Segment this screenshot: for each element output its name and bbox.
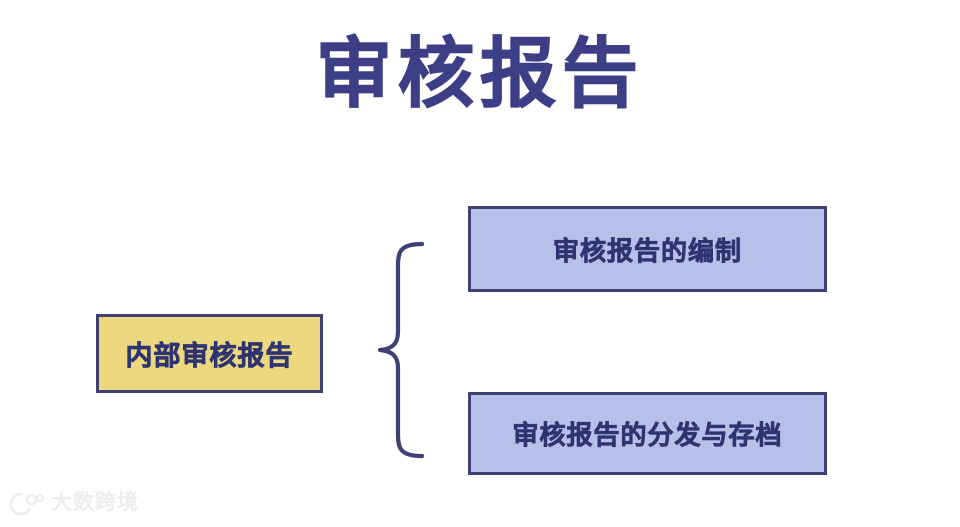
curly-brace-icon [377, 241, 425, 459]
root-node-internal-audit-report[interactable]: 内部审核报告 [96, 314, 323, 393]
root-node-label: 内部审核报告 [125, 341, 294, 372]
page-title: 审核报告 [315, 31, 644, 117]
branch-node-label: 审核报告的分发与存档 [512, 420, 783, 451]
branch-node-label: 审核报告的编制 [552, 235, 742, 266]
branch-node-report-preparation[interactable]: 审核报告的编制 [468, 206, 827, 292]
branch-node-report-distribution-archiving[interactable]: 审核报告的分发与存档 [468, 392, 827, 475]
